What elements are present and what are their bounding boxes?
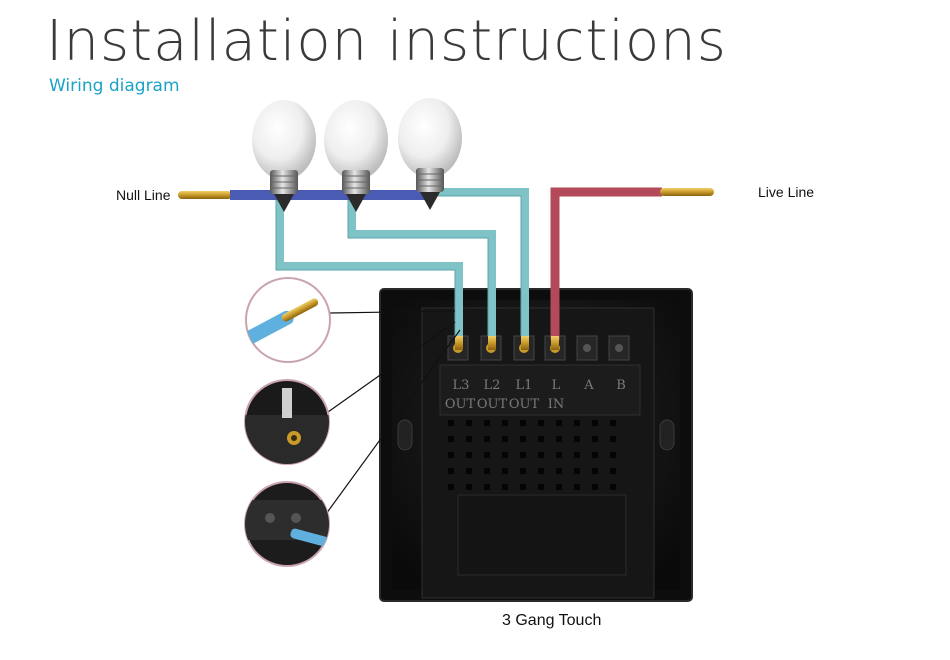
bulb-icon xyxy=(398,98,462,210)
null-line-wire xyxy=(178,190,430,200)
terminal-label-top: L xyxy=(552,378,561,393)
bulb-icon xyxy=(252,100,316,212)
terminal-label-bottom: OUT xyxy=(477,397,508,412)
page-title: Installation instructions xyxy=(46,9,727,74)
terminal-label-bottom: OUT xyxy=(509,397,540,412)
detail-screw-terminal xyxy=(244,379,330,465)
terminal-label-top: L3 xyxy=(453,378,470,393)
callout-lines xyxy=(325,310,461,515)
terminal-label-top: A xyxy=(583,378,594,393)
null-line-label: Null Line xyxy=(116,187,171,203)
bulb-icon xyxy=(324,100,388,212)
detail-stripped-wire xyxy=(245,277,331,363)
vent-grid xyxy=(448,420,616,490)
terminal-label-top: L2 xyxy=(484,378,501,393)
live-line-wire xyxy=(550,187,714,340)
terminal-label-top: B xyxy=(616,378,626,393)
switch-panel: L3 L2 L1 L A B OUT OUT OUT IN xyxy=(379,288,693,602)
terminal-label-bottom: OUT xyxy=(445,397,476,412)
product-caption: 3 Gang Touch xyxy=(502,612,602,629)
page-subtitle: Wiring diagram xyxy=(49,76,180,96)
terminal-label-bottom: IN xyxy=(548,397,565,412)
terminal-label-top: L1 xyxy=(516,378,533,393)
load-wires xyxy=(276,188,529,340)
live-line-label: Live Line xyxy=(758,184,815,200)
detail-inserted-wire xyxy=(244,481,330,567)
